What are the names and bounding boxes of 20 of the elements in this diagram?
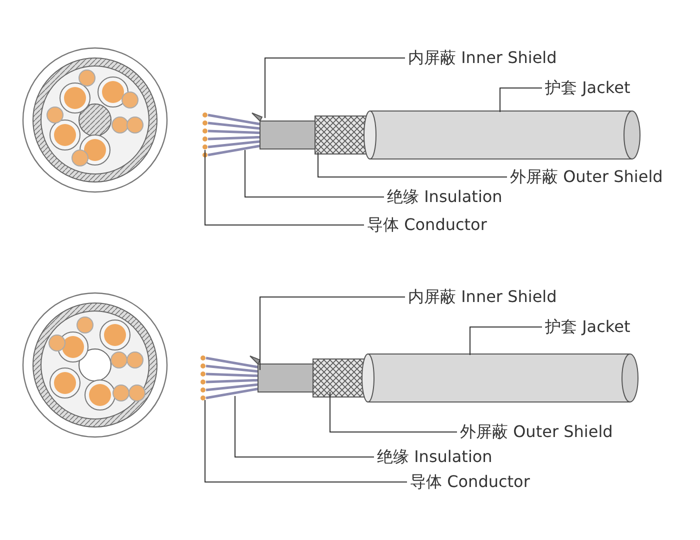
leader-line — [260, 296, 406, 370]
leader-line — [204, 150, 364, 226]
part-label: 护套 Jacket — [545, 317, 630, 337]
leader-line — [244, 150, 384, 198]
part-label: 外屏蔽 Outer Shield — [460, 422, 613, 442]
part-label: 导体 Conductor — [367, 215, 487, 235]
leader-line — [470, 326, 542, 356]
leader-line — [234, 396, 374, 458]
part-label: 绝缘 Insulation — [377, 447, 492, 467]
leader-line — [204, 400, 408, 482]
part-label: 外屏蔽 Outer Shield — [510, 167, 663, 187]
leader-line — [330, 392, 458, 432]
part-label: 内屏蔽 Inner Shield — [408, 287, 557, 307]
part-label: 护套 Jacket — [545, 78, 630, 98]
part-label: 导体 Conductor — [410, 472, 530, 492]
leader-line — [264, 58, 406, 118]
leader-line — [318, 152, 508, 178]
part-label: 内屏蔽 Inner Shield — [408, 48, 557, 68]
part-label: 绝缘 Insulation — [387, 187, 502, 207]
leader-line — [500, 88, 542, 112]
